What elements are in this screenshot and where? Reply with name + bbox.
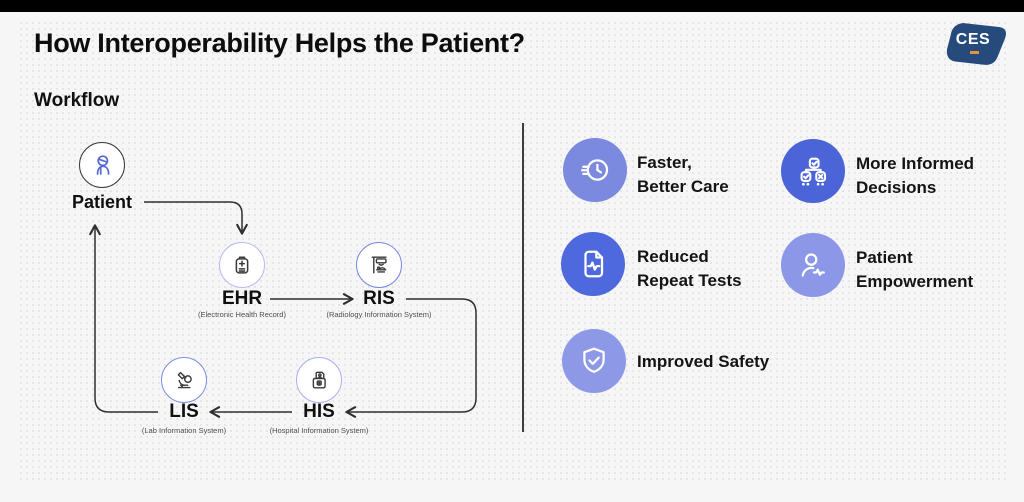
node-sublabel-ris: (Radiology Information System) <box>326 310 432 319</box>
radiology-scanner-icon <box>371 256 387 274</box>
node-sublabel-ehr: (Electronic Health Record) <box>198 310 286 319</box>
hospital-records-icon <box>312 371 326 389</box>
benefit-circle-patient-empowerment <box>781 233 845 297</box>
node-sublabel-lis: (Lab Information System) <box>141 426 227 435</box>
benefit-line: More Informed <box>856 154 975 173</box>
benefit-line: Empowerment <box>856 272 974 291</box>
ces-logo-text: CES <box>955 31 991 48</box>
ces-logo-shape <box>946 23 1007 65</box>
benefit-line: Improved Safety <box>637 352 770 371</box>
document-pulse-icon <box>584 250 604 278</box>
benefit-line: Better Care <box>637 177 729 196</box>
person-pulse-icon <box>801 253 825 277</box>
workflow-node-lis <box>161 357 207 403</box>
top-black-bar <box>0 0 1024 12</box>
benefit-label-improved-safety: Improved Safety <box>637 350 769 374</box>
vertical-divider <box>522 123 524 432</box>
arrow-lis-to-patient <box>89 224 158 413</box>
node-label-lis: LIS <box>169 401 199 422</box>
node-label-ris: RIS <box>363 288 395 309</box>
node-label-his: HIS <box>303 401 335 422</box>
ces-logo-accent-bar <box>970 51 979 54</box>
shield-check-icon <box>583 347 605 373</box>
node-sublabel-his: (Hospital Information System) <box>269 426 369 435</box>
benefit-circle-more-informed-decisions <box>781 139 845 203</box>
patient-icon <box>96 154 109 175</box>
ces-logo: CES <box>942 18 1008 70</box>
benefit-line: Reduced <box>637 247 709 266</box>
benefit-line: Faster, <box>637 153 692 172</box>
workflow-node-patient <box>79 142 125 188</box>
benefit-circle-faster-better-care <box>563 138 627 202</box>
benefit-label-faster-better-care: Faster, Better Care <box>637 151 729 199</box>
medical-record-icon <box>235 256 249 274</box>
node-label-ehr: EHR <box>221 288 263 309</box>
page-title: How Interoperability Helps the Patient? <box>34 28 525 58</box>
microscope-icon <box>177 371 192 389</box>
benefit-label-more-informed-decisions: More Informed Decisions <box>856 152 974 200</box>
benefit-circle-improved-safety <box>562 329 626 393</box>
workflow-node-ehr <box>219 242 265 288</box>
section-title: Workflow <box>34 90 120 111</box>
benefit-label-reduced-repeat-tests: Reduced Repeat Tests <box>637 245 742 293</box>
benefit-circle-reduced-repeat-tests <box>561 232 625 296</box>
benefit-label-patient-empowerment: Patient Empowerment <box>856 246 973 294</box>
benefit-line: Decisions <box>856 178 937 197</box>
decision-tree-icon <box>800 157 827 186</box>
benefit-line: Repeat Tests <box>637 271 742 290</box>
workflow-node-his <box>296 357 342 403</box>
clock-speed-icon <box>580 159 609 181</box>
node-label-patient: Patient <box>71 192 132 212</box>
benefit-line: Patient <box>856 248 913 267</box>
workflow-node-ris <box>356 242 402 288</box>
